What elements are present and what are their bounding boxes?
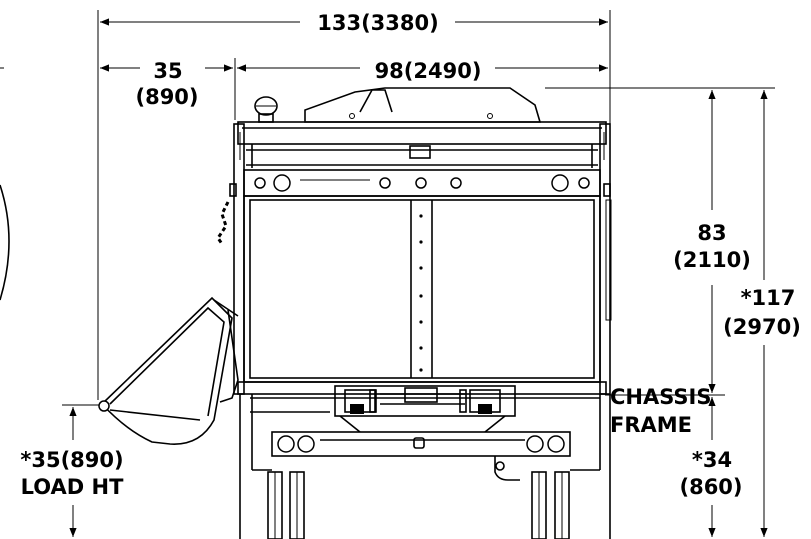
refuse-truck-body bbox=[216, 87, 612, 539]
lift-mechanism bbox=[334, 385, 516, 433]
roof-peak bbox=[359, 89, 393, 113]
lift-chain bbox=[216, 201, 230, 245]
label-chassis: CHASSIS bbox=[610, 385, 711, 409]
dim-overall-width: 133(3380) bbox=[317, 11, 438, 35]
roof-hopper bbox=[304, 87, 542, 123]
dim-load-height-label: LOAD HT bbox=[21, 475, 124, 499]
right-post bbox=[599, 123, 611, 395]
roof-bolt-left bbox=[349, 113, 355, 119]
dim-load-height: *35(890) bbox=[20, 448, 123, 472]
tow-hitch bbox=[494, 456, 520, 481]
dim-body-width: 98(2490) bbox=[375, 59, 482, 83]
top-frame bbox=[237, 121, 607, 145]
dim-body-height: 83 bbox=[697, 221, 726, 245]
bucket-arm bbox=[219, 309, 239, 403]
left-post bbox=[233, 123, 245, 395]
beacon-light bbox=[254, 96, 278, 116]
dim-frame-height-mm: (860) bbox=[679, 475, 742, 499]
label-frame: FRAME bbox=[610, 413, 692, 437]
roof-bolt-right bbox=[487, 113, 493, 119]
rear-panel bbox=[243, 195, 601, 383]
dim-total-height: *117 bbox=[741, 286, 796, 310]
dim-side-width: 35 bbox=[153, 59, 182, 83]
rear-tires bbox=[267, 471, 570, 539]
dim-body-height-mm: (2110) bbox=[673, 248, 751, 272]
dim-side-width-mm: (890) bbox=[135, 85, 198, 109]
bucket-pivot bbox=[98, 400, 110, 412]
rear-bumper bbox=[271, 431, 571, 457]
dim-total-height-mm: (2970) bbox=[723, 315, 801, 339]
dim-frame-height: *34 bbox=[692, 448, 732, 472]
side-drum-arc bbox=[0, 184, 10, 301]
side-loader-bucket bbox=[98, 296, 239, 445]
